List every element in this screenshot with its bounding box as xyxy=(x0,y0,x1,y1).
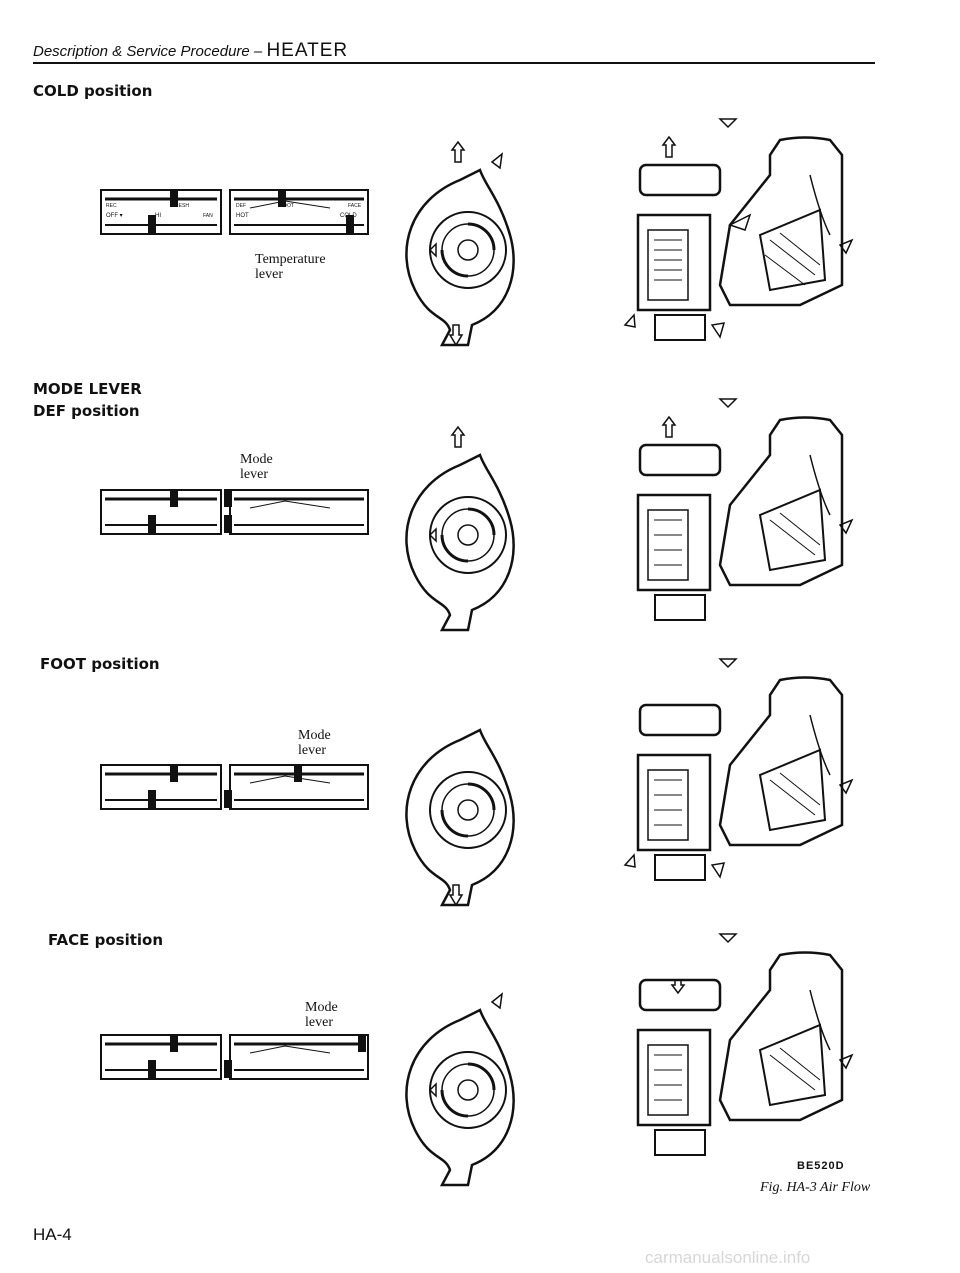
svg-text:OFF ▾: OFF ▾ xyxy=(106,213,123,219)
blower-diagram-face xyxy=(405,992,515,1187)
blower-diagram-cold xyxy=(405,140,515,347)
control-panel-foot xyxy=(100,764,369,810)
header-rule xyxy=(33,62,875,64)
section-title-face: FACE position xyxy=(48,931,164,949)
watermark-footer: carmanualsonline.info xyxy=(645,1248,811,1267)
page-header: Description & Service Procedure – HEATER xyxy=(33,40,348,62)
heater-unit-diagram-cold xyxy=(623,118,854,341)
section-title-foot: FOOT position xyxy=(40,655,160,673)
label-mode-lever-foot: Mode lever xyxy=(298,728,331,758)
label-mode-lever-face: Mode lever xyxy=(305,1000,338,1030)
svg-text:DEF: DEF xyxy=(236,203,246,209)
heater-unit-diagram-def xyxy=(636,398,854,621)
blower-diagram-foot xyxy=(405,728,515,907)
svg-text:FOOT: FOOT xyxy=(280,203,294,209)
header-title: HEATER xyxy=(266,40,349,61)
section-title-cold: COLD position xyxy=(33,82,153,100)
control-panel-cold: REC FRESH OFF ▾ HI FAN DEF FOOT FACE HOT… xyxy=(100,189,369,235)
svg-text:HOT: HOT xyxy=(236,213,249,219)
heater-unit-diagram-face xyxy=(636,933,854,1156)
heater-unit-diagram-foot xyxy=(623,658,854,881)
svg-text:FRESH: FRESH xyxy=(172,203,189,209)
control-panel-face xyxy=(100,1034,369,1080)
svg-text:REC: REC xyxy=(106,203,117,209)
header-prefix: Description & Service Procedure – xyxy=(33,43,267,60)
section-subtitle-def: DEF position xyxy=(33,402,140,420)
control-panel-def xyxy=(100,489,369,535)
page-number: HA-4 xyxy=(33,1225,72,1244)
svg-text:FACE: FACE xyxy=(348,203,362,209)
figure-code: BE520D xyxy=(797,1160,845,1172)
svg-text:HI: HI xyxy=(155,213,161,219)
blower-diagram-def xyxy=(405,425,515,632)
svg-text:FAN: FAN xyxy=(203,213,213,219)
section-title-mode-lever: MODE LEVER xyxy=(33,380,142,398)
label-temperature-lever: Temperature lever xyxy=(255,252,326,282)
figure-caption: Fig. HA-3 Air Flow xyxy=(760,1180,871,1195)
label-mode-lever-def: Mode lever xyxy=(240,452,273,482)
